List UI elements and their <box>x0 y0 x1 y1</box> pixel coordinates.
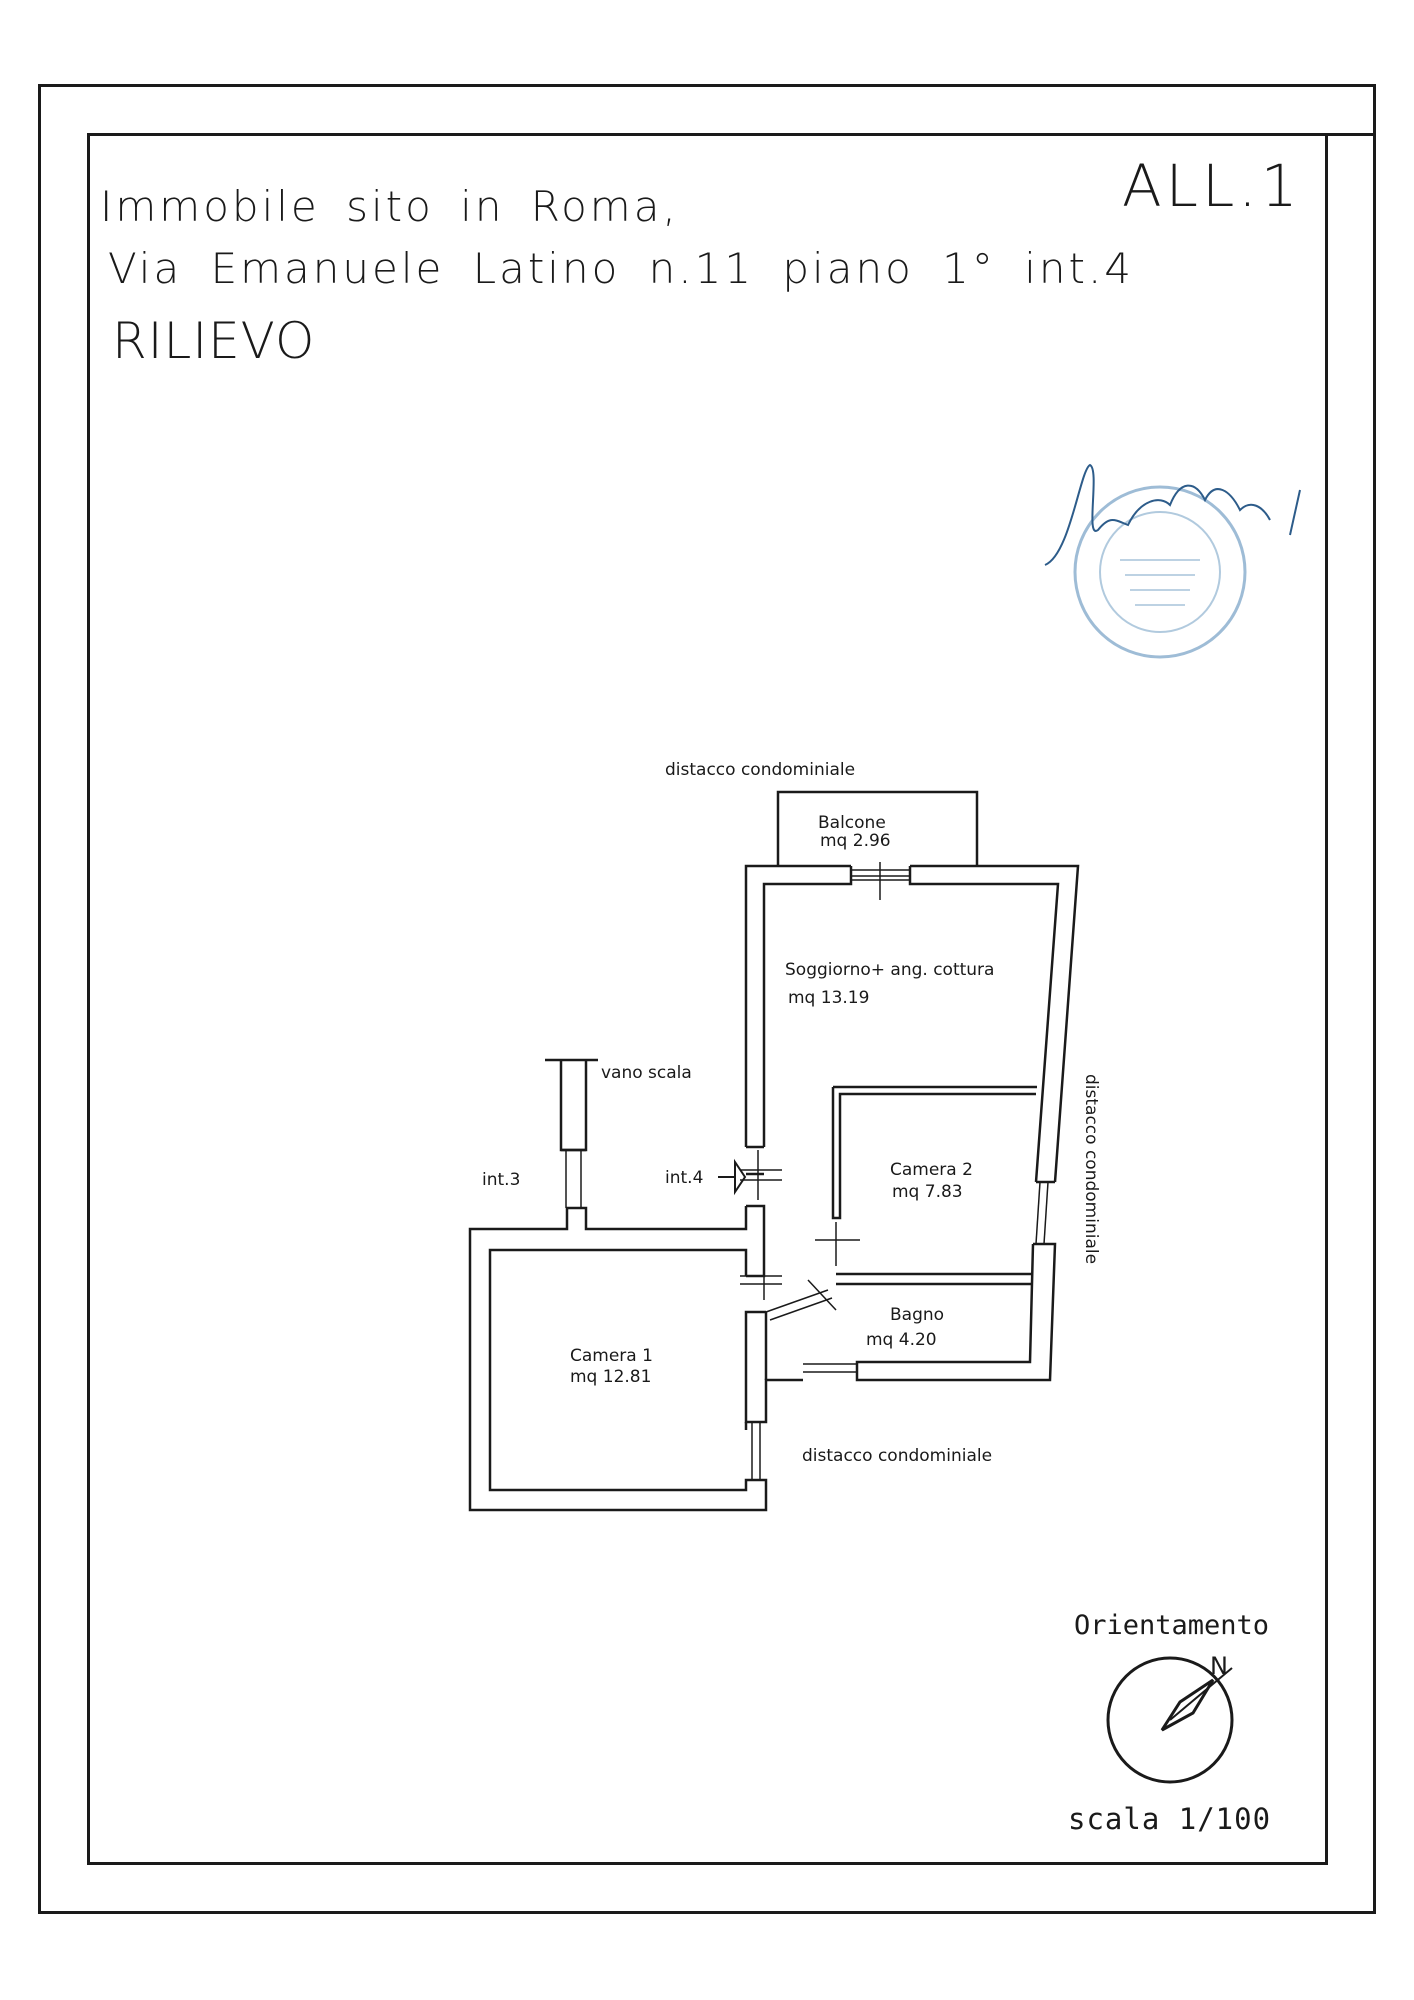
entry-arrow-icon <box>718 1158 747 1196</box>
title-line-1: Immobile sito in Roma, <box>100 182 679 231</box>
scale-label: scala 1/100 <box>1068 1802 1272 1836</box>
title-line-2: Via Emanuele Latino n.11 piano 1° int.4 <box>108 244 1135 293</box>
label-int4: int.4 <box>665 1168 703 1188</box>
allegato-label: ALL.1 <box>1122 152 1302 220</box>
label-camera1: Camera 1 <box>570 1346 653 1366</box>
frame-right-strip <box>1325 133 1327 1865</box>
label-distacco-right: distacco condominiale <box>1081 1074 1101 1264</box>
openings <box>565 862 1049 1480</box>
label-distacco-top: distacco condominiale <box>665 760 855 780</box>
north-label: N <box>1210 1652 1228 1680</box>
label-bagno: Bagno <box>890 1305 944 1325</box>
label-camera1-area: mq 12.81 <box>570 1367 651 1387</box>
label-camera2: Camera 2 <box>890 1160 973 1180</box>
label-balcone: Balcone <box>818 813 886 833</box>
notary-stamp-icon <box>1044 463 1301 659</box>
label-camera2-area: mq 7.83 <box>892 1182 963 1202</box>
walls <box>468 790 1080 1512</box>
compass-icon <box>1106 1656 1234 1784</box>
label-bagno-area: mq 4.20 <box>866 1330 937 1350</box>
outer-frame <box>38 84 1376 1914</box>
label-soggiorno-area: mq 13.19 <box>788 988 869 1008</box>
orientation-title: Orientamento <box>1074 1610 1270 1641</box>
label-soggiorno: Soggiorno+ ang. cottura <box>785 960 994 980</box>
title-rilievo: RILIEVO <box>112 312 316 370</box>
label-balcone-area: mq 2.96 <box>820 831 891 851</box>
label-vano-scala: vano scala <box>601 1063 692 1083</box>
label-int3: int.3 <box>482 1170 520 1190</box>
label-distacco-bottom: distacco condominiale <box>802 1446 992 1466</box>
